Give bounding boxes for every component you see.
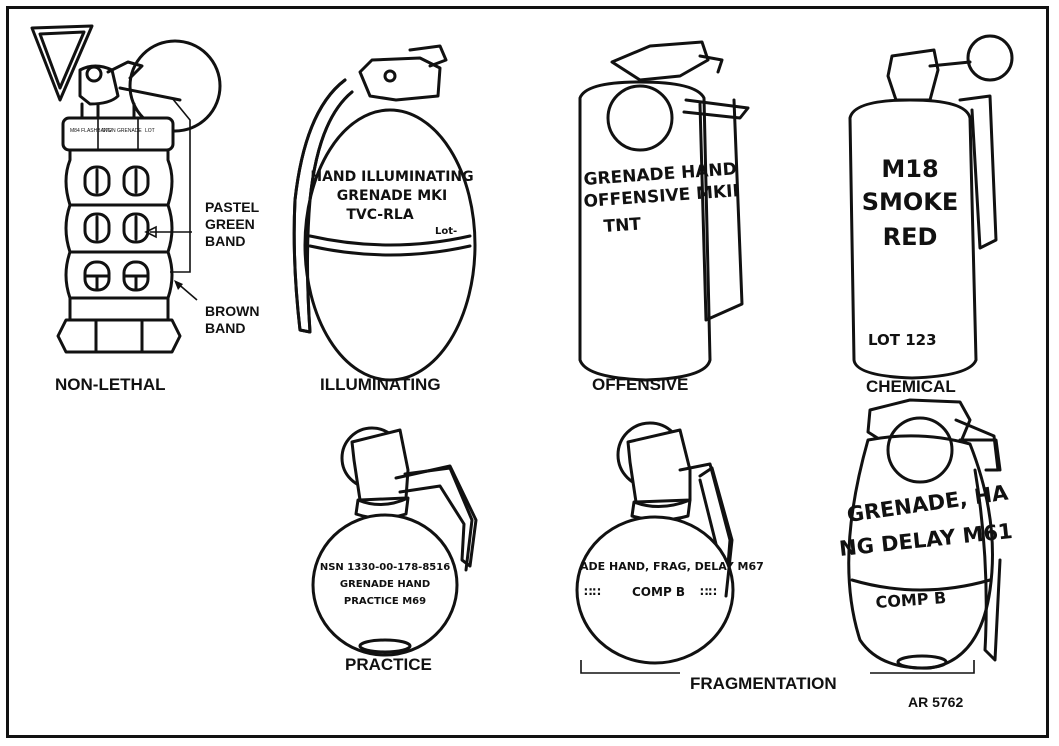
frag1-stencil-2: COMP B <box>632 585 685 599</box>
illuminating-caption: ILLUMINATING <box>320 375 441 394</box>
chem-stencil-3: RED <box>883 223 938 251</box>
illum-lot: Lot- <box>435 226 457 237</box>
practice-grenade: NSN 1330-00-178-8516 GRENADE HAND PRACTI… <box>313 428 476 674</box>
chem-pull-ring <box>968 36 1012 80</box>
base-nut <box>58 320 180 352</box>
nl-cap-text-3: LOT <box>145 128 155 134</box>
band-label-2: BAND <box>205 320 245 336</box>
illum-stencil-1: HAND ILLUMINATING <box>310 169 473 185</box>
chemical-grenade: M18 SMOKE RED LOT 123 CHEMICAL <box>850 36 1012 396</box>
brown-label: BROWN <box>205 303 259 319</box>
chem-lot: LOT 123 <box>868 331 937 349</box>
green-label: GREEN <box>205 216 255 232</box>
fragmentation-grenade-m67: ADE HAND, FRAG, DELAY M67 COMP B ∷∷ ∷∷ <box>577 423 764 663</box>
illum-stencil-3: TVC-RLA <box>346 207 413 223</box>
frag1-stencil-1: ADE HAND, FRAG, DELAY M67 <box>580 560 764 573</box>
pastel-label: PASTEL <box>205 199 260 215</box>
practice-caption: PRACTICE <box>345 655 432 674</box>
nl-cap-text-2: STUN GRENADE <box>102 128 142 134</box>
chem-stencil-2: SMOKE <box>862 188 959 216</box>
offensive-grenade: GRENADE HAND OFFENSIVE MKII TNT OFFENSIV… <box>580 42 748 394</box>
chem-stencil-1: M18 <box>881 155 938 183</box>
illuminating-grenade: HAND ILLUMINATING GRENADE MKI TVC-RLA Lo… <box>294 46 475 394</box>
non-lethal-caption: NON-LETHAL <box>55 375 165 394</box>
offensive-caption: OFFENSIVE <box>592 375 688 394</box>
illum-stencil-2: GRENADE MKI <box>337 188 447 204</box>
band-label-1: BAND <box>205 233 245 249</box>
fragmentation-grenade-m61: GRENADE, HA NG DELAY M61 COMP B <box>838 400 1014 668</box>
prac-stencil-1: NSN 1330-00-178-8516 <box>320 562 450 573</box>
figure-id: AR 5762 <box>908 694 963 710</box>
svg-text:∷∷: ∷∷ <box>700 585 717 599</box>
prac-stencil-3: PRACTICE M69 <box>344 596 426 607</box>
fuze-cap <box>63 118 173 150</box>
non-lethal-grenade: M84 FLASHBANG STUN GRENADE LOT PASTEL GR… <box>32 26 260 394</box>
chemical-caption: CHEMICAL <box>866 377 956 396</box>
offensive-body <box>580 82 710 380</box>
prac-stencil-2: GRENADE HAND <box>340 579 430 590</box>
fragmentation-caption: FRAGMENTATION <box>690 674 837 693</box>
svg-text:∷∷: ∷∷ <box>584 585 601 599</box>
off-stencil-3: TNT <box>603 214 642 237</box>
